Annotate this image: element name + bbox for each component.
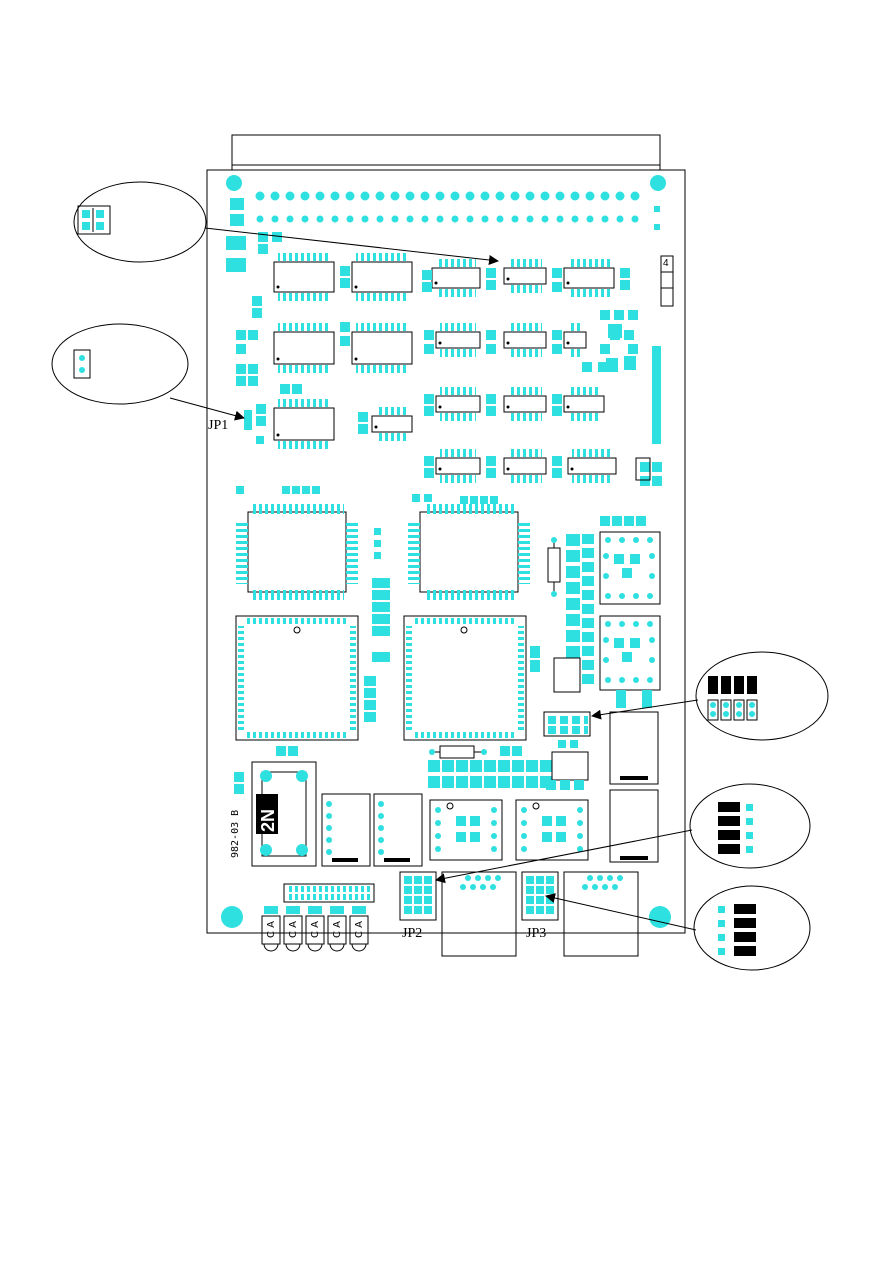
led-label: C A <box>266 921 277 938</box>
resistor-marking: 2N <box>258 809 278 832</box>
modules-right-bottom <box>610 690 658 862</box>
led-label: C A <box>332 921 343 938</box>
magnetics-modules <box>322 794 623 890</box>
jp1-label: JP1 <box>208 418 228 434</box>
module-upper-right <box>600 532 660 690</box>
jp3-block <box>522 872 558 920</box>
right-header: 4 <box>652 206 673 444</box>
jp2-label: JP2 <box>402 926 422 942</box>
silkscreen-code: 982-03 B <box>230 810 241 858</box>
connector-number: 4 <box>663 258 669 269</box>
ic-chips <box>274 253 662 526</box>
led-label: C A <box>310 921 321 938</box>
oscillator: 2N <box>252 762 316 866</box>
callout-jp2 <box>436 784 810 880</box>
misc-pads <box>234 486 540 794</box>
vertical-resistor <box>548 537 560 597</box>
horizontal-resistor <box>429 746 487 758</box>
plcc-chip-left <box>236 616 358 740</box>
qfp-chip-left <box>236 504 358 600</box>
plcc-chip-right <box>404 616 526 740</box>
callout-jp3 <box>546 886 810 970</box>
callout-jp1 <box>52 324 244 418</box>
callout-jumper-block <box>592 652 828 740</box>
jumper-block-center <box>544 712 590 748</box>
jp3-label: JP3 <box>526 926 546 942</box>
jp2-block <box>400 872 436 920</box>
led-label: C A <box>354 921 365 938</box>
qfp-chip-right <box>408 504 530 600</box>
edge-connector-pads <box>256 192 640 223</box>
led-header <box>284 884 374 902</box>
led-label: C A <box>288 921 299 938</box>
